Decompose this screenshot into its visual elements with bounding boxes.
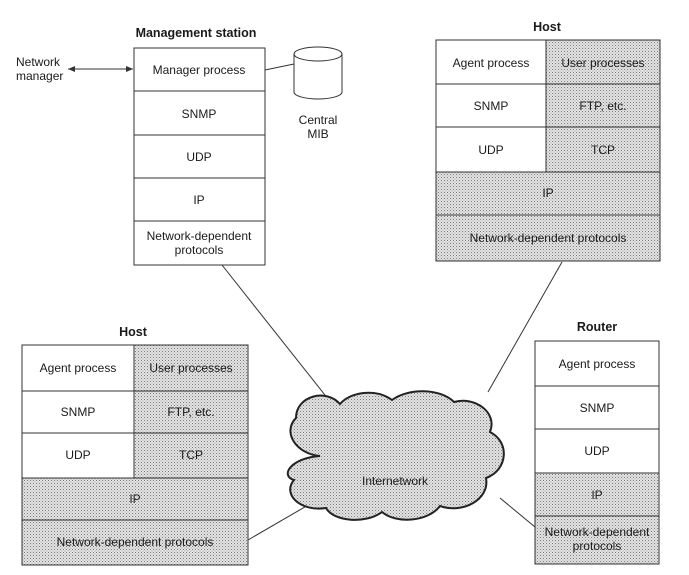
host-bottom-netdep: Network-dependent protocols [57, 535, 214, 549]
host-top-ftp: FTP, etc. [579, 99, 626, 113]
host-top-tcp: TCP [591, 143, 615, 157]
host-bottom-stack [21, 344, 249, 566]
link-station-cloud [221, 264, 341, 415]
network-manager-line1: Network [16, 55, 61, 69]
router-udp: UDP [584, 444, 609, 458]
host-bottom-udp: UDP [65, 448, 90, 462]
host-bottom-ftp: FTP, etc. [167, 405, 214, 419]
router-agent-process: Agent process [559, 357, 636, 371]
network-manager-label: Network manager [16, 55, 63, 83]
station-udp: UDP [186, 150, 211, 164]
central-mib-line2: MIB [307, 127, 328, 141]
station-ip: IP [193, 193, 204, 207]
host-top-ip: IP [542, 186, 553, 200]
central-mib-line1: Central [299, 113, 338, 127]
host-top-user-processes: User processes [561, 56, 644, 70]
host-top-snmp: SNMP [474, 99, 509, 113]
host-top-stack [435, 39, 661, 262]
router-netdep-line1: Network-dependent [545, 525, 650, 539]
host-top: Host Agent process User processes SNMP F… [435, 20, 661, 262]
router-snmp: SNMP [580, 401, 615, 415]
management-station-stack [133, 47, 266, 266]
host-bottom-user-processes: User processes [149, 361, 232, 375]
database-icon [293, 54, 343, 100]
router: Router Agent process SNMP UDP IP Network… [534, 320, 660, 565]
cloud-icon [286, 390, 505, 521]
host-top-agent-process: Agent process [453, 56, 530, 70]
host-bottom-agent-process: Agent process [40, 361, 117, 375]
host-top-title: Host [533, 20, 562, 34]
host-bottom-snmp: SNMP [61, 405, 96, 419]
internetwork-label: Internetwork [362, 474, 429, 488]
router-stack [534, 340, 660, 565]
link-router-cloud [499, 497, 536, 528]
station-snmp: SNMP [182, 107, 217, 121]
host-bottom-tcp: TCP [179, 448, 203, 462]
management-station: Management station Manager process SNMP … [133, 26, 266, 266]
host-top-udp: UDP [478, 143, 503, 157]
router-netdep-line2: protocols [573, 539, 622, 553]
link-top-host-cloud [487, 261, 563, 393]
connection-lines [68, 63, 563, 541]
station-manager-process: Manager process [153, 63, 246, 77]
host-bottom-title: Host [119, 325, 148, 339]
router-ip: IP [591, 488, 602, 502]
internetwork-cloud: Internetwork [286, 390, 505, 521]
station-netdep-line2: protocols [175, 243, 224, 257]
router-title: Router [577, 320, 617, 334]
host-bottom: Host Agent process User processes SNMP F… [21, 325, 249, 566]
network-manager-line2: manager [16, 69, 63, 83]
central-mib: Central MIB [293, 46, 343, 141]
management-station-title: Management station [136, 26, 257, 40]
link-station-mib [264, 63, 295, 71]
host-top-netdep: Network-dependent protocols [470, 231, 627, 245]
station-netdep-line1: Network-dependent [147, 229, 252, 243]
host-bottom-ip: IP [129, 492, 140, 506]
